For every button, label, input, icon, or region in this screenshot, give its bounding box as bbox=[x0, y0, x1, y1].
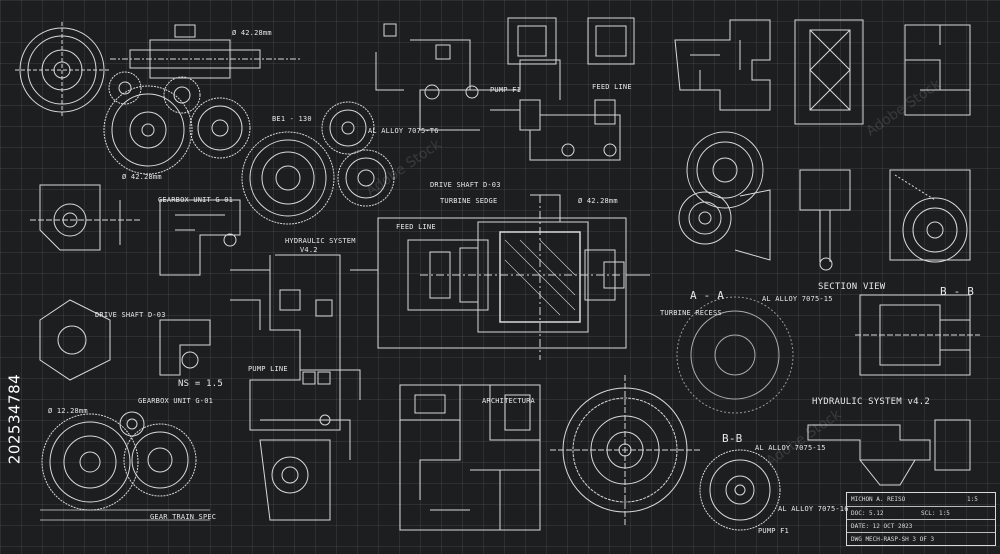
hydraulic-label: HYDRAULIC SYSTEM bbox=[285, 237, 356, 245]
pump-label: PUMP F1 bbox=[758, 527, 789, 535]
turbine-cross-section bbox=[350, 194, 650, 360]
dim-label: Ø 42.28mm bbox=[578, 197, 618, 205]
title-block-author: MICHON A. REISO bbox=[851, 496, 906, 503]
title-block-scale: 1:5 bbox=[967, 496, 978, 503]
material-label: AL ALLOY 7075-15 bbox=[755, 444, 826, 452]
dim-label: Ø 42.28mm bbox=[232, 29, 272, 37]
dim-label: Ø 12.28mm bbox=[48, 407, 88, 415]
stock-watermark-id: 202534784 bbox=[2, 300, 24, 545]
section-assembly-right bbox=[807, 294, 980, 486]
watermark-text: 202534784 bbox=[5, 373, 24, 465]
gear-train-label: GEAR TRAIN SPEC bbox=[150, 513, 217, 521]
section-bb-label: B - B bbox=[940, 285, 975, 298]
title-block-scl: SCL: 1:5 bbox=[921, 510, 950, 517]
section-bb-label: B-B bbox=[722, 432, 743, 445]
gearbox-label: GEARBOX UNIT G-01 bbox=[138, 397, 214, 405]
section-aa-label: A - A bbox=[690, 289, 725, 302]
drive-shaft-label: DRIVE SHAFT D-03 bbox=[95, 311, 166, 319]
section-view-label: SECTION VIEW bbox=[818, 282, 886, 292]
turbine-label: TURBINE RECESS bbox=[660, 309, 722, 317]
gear-cluster-top-left bbox=[15, 22, 395, 225]
hydraulic-schematic-middle bbox=[223, 233, 361, 460]
hydraulic-label: HYDRAULIC SYSTEM v4.2 bbox=[812, 397, 930, 407]
title-block-doc: DOC: 5.12 bbox=[851, 510, 884, 517]
turbine-label: TURBINE SEDGE bbox=[440, 197, 498, 205]
material-label: AL ALLOY 7075-T6 bbox=[368, 127, 439, 135]
title-block-date: DATE: 12 OCT 2023 bbox=[851, 523, 913, 530]
ratio-label: NS = 1.5 bbox=[178, 379, 223, 389]
pump-line-label: PUMP LINE bbox=[248, 365, 288, 373]
valve-assembly-right bbox=[678, 131, 971, 271]
bearing-assembly-left bbox=[30, 184, 241, 381]
drive-shaft-label: DRIVE SHAFT D-03 bbox=[430, 181, 501, 189]
floor-plan-bottom bbox=[399, 384, 541, 531]
gearbox-label: GEARBOX UNIT G-01 bbox=[158, 196, 234, 204]
frame-details-top bbox=[507, 17, 971, 125]
feed-line-label: FEED LINE bbox=[592, 83, 632, 91]
title-block-dwg: DWG MECH-RASP-SH 3 OF 3 bbox=[851, 536, 935, 543]
architectura-label: ARCHITECTURA bbox=[482, 397, 535, 405]
pump-label: PUMP F1 bbox=[490, 86, 521, 94]
gear-cluster-bottom-left bbox=[40, 411, 331, 521]
feed-line-label: FEED LINE bbox=[396, 223, 436, 231]
dim-label: BE1 - 130 bbox=[272, 115, 312, 123]
hydraulic-sub-label: V4.2 bbox=[300, 246, 318, 254]
material-label: AL ALLOY 7075-16 bbox=[778, 505, 849, 513]
dim-label: Ø 42.28mm bbox=[122, 173, 162, 181]
hydraulic-schematic-top bbox=[375, 23, 621, 161]
turbine-wheel-bottom bbox=[550, 296, 794, 531]
material-label: AL ALLOY 7075-15 bbox=[762, 295, 833, 303]
title-block: MICHON A. REISO 1:5 DOC: 5.12 SCL: 1:5 D… bbox=[846, 492, 996, 546]
